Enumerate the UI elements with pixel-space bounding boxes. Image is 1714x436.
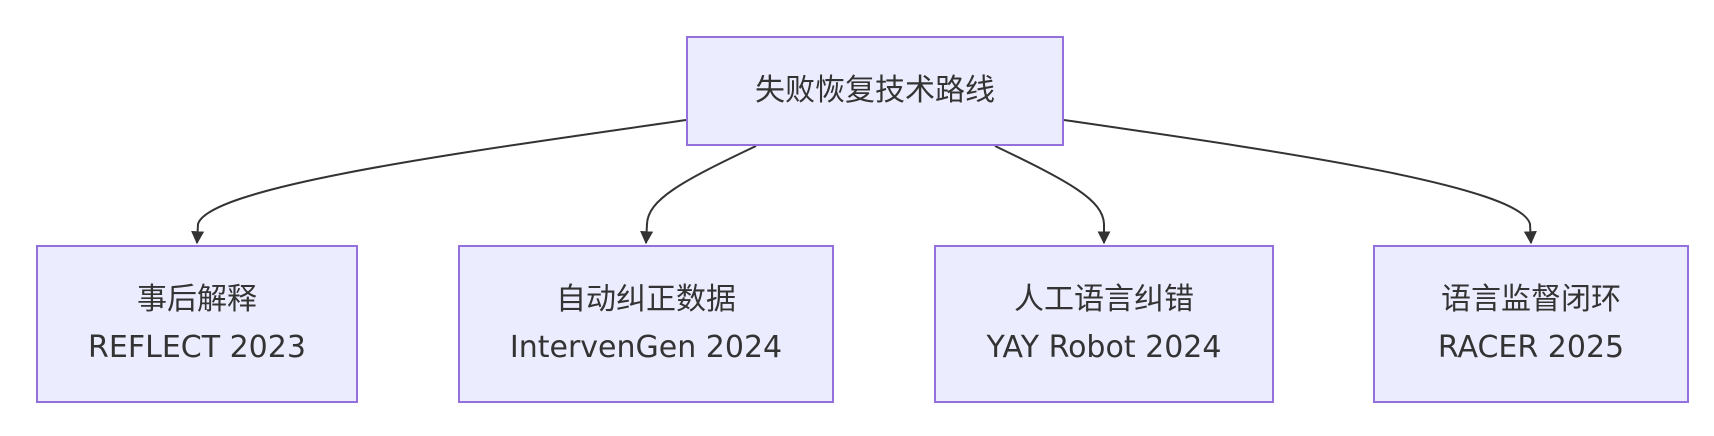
node-title: 语言监督闭环 xyxy=(1441,282,1621,317)
edge-root-to-reflect xyxy=(191,119,687,245)
root-node: 失败恢复技术路线 xyxy=(686,36,1064,146)
node-method: YAY Robot 2024 xyxy=(986,330,1222,365)
node-reflect: 事后解释 REFLECT 2023 xyxy=(36,245,358,403)
node-intervengen: 自动纠正数据 IntervenGen 2024 xyxy=(458,245,834,403)
edge-root-to-racer xyxy=(1063,119,1537,245)
node-title: 自动纠正数据 xyxy=(556,282,736,317)
node-method: IntervenGen 2024 xyxy=(509,330,783,365)
node-title: 人工语言纠错 xyxy=(1014,282,1194,317)
edge-root-to-yay-robot xyxy=(994,145,1111,245)
root-node-label: 失败恢复技术路线 xyxy=(755,73,995,108)
node-yay-robot: 人工语言纠错 YAY Robot 2024 xyxy=(934,245,1274,403)
node-method: RACER 2025 xyxy=(1437,330,1625,365)
edge-root-to-intervengen xyxy=(640,145,757,245)
node-method: REFLECT 2023 xyxy=(88,330,306,365)
node-title: 事后解释 xyxy=(137,282,257,317)
node-racer: 语言监督闭环 RACER 2025 xyxy=(1373,245,1689,403)
